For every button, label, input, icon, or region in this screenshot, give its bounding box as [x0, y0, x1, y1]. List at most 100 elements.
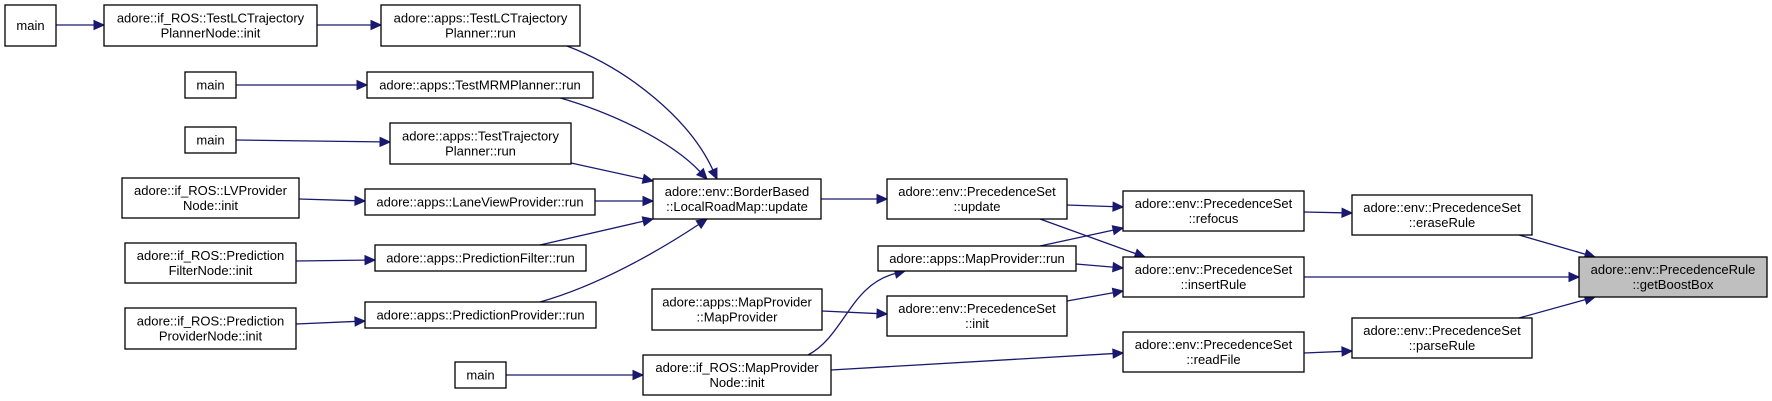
node-label: main — [196, 78, 224, 93]
arrowhead-icon — [1568, 271, 1581, 283]
arrowhead-icon — [876, 193, 889, 205]
node-label: ::LocalRoadMap::update — [666, 199, 808, 214]
node-label: adore::env::BorderBased — [665, 184, 810, 199]
node-psInsert[interactable]: adore::env::PrecedenceSet::insertRule — [1122, 256, 1305, 298]
edges-layer — [56, 19, 1597, 381]
arrowhead-icon — [1341, 207, 1354, 219]
node-label: main — [196, 133, 224, 148]
arrowhead-icon — [642, 195, 655, 207]
edge-line — [1518, 234, 1586, 255]
node-label: adore::env::PrecedenceRule — [1591, 262, 1756, 277]
node-label: ::insertRule — [1181, 277, 1247, 292]
node-box — [124, 307, 297, 350]
node-psParse[interactable]: adore::env::PrecedenceSet::parseRule — [1351, 317, 1533, 359]
node-label: ::refocus — [1189, 211, 1239, 226]
node-label: Planner::run — [445, 26, 516, 41]
node-tlcRun[interactable]: adore::apps::TestLCTrajectoryPlanner::ru… — [380, 4, 581, 47]
node-main2[interactable]: main — [184, 71, 237, 99]
node-psRead[interactable]: adore::env::PrecedenceSet::readFile — [1122, 331, 1305, 373]
edge-psErase-to-getBoostBox — [1518, 234, 1597, 260]
node-box — [366, 71, 594, 99]
edge-psInit-to-psInsert — [1066, 287, 1125, 302]
node-label: adore::env::PrecedenceSet — [898, 184, 1056, 199]
node-label: adore::apps::TestMRMPlanner::run — [379, 78, 581, 93]
edge-tlcInit-to-tlcRun — [317, 19, 383, 31]
node-mpRun[interactable]: adore::apps::MapProvider::run — [877, 245, 1077, 272]
edge-main2-to-mrmRun — [236, 79, 369, 91]
node-label: ::parseRule — [1409, 338, 1475, 353]
arrowhead-icon — [354, 316, 367, 327]
node-lrmUpdate[interactable]: adore::env::BorderBased::LocalRoadMap::u… — [652, 178, 822, 220]
edge-ppRun-to-lrmUpdate — [539, 218, 709, 303]
node-label: main — [16, 18, 44, 33]
edge-mpRun-to-psRefocus — [1039, 225, 1125, 247]
node-label: adore::apps::MapProvider::run — [889, 251, 1065, 266]
arrowhead-icon — [1111, 287, 1125, 299]
node-box — [651, 288, 823, 331]
edge-line — [1518, 299, 1586, 319]
node-pfRun[interactable]: adore::apps::PredictionFilter::run — [374, 244, 587, 272]
node-getBoostBox[interactable]: adore::env::PrecedenceRule::getBoostBox — [1578, 256, 1768, 298]
node-box — [374, 244, 587, 272]
node-pfInit[interactable]: adore::if_ROS::PredictionFilterNode::ini… — [124, 242, 297, 284]
edge-main1-to-tlcInit — [56, 19, 106, 31]
node-main4[interactable]: main — [454, 361, 507, 389]
edge-line — [807, 272, 896, 356]
edge-line — [830, 352, 1114, 371]
node-box — [364, 301, 597, 329]
node-label: ::update — [954, 199, 1001, 214]
arrowhead-icon — [1112, 261, 1125, 273]
edge-mpCtor-to-psInit — [821, 308, 889, 319]
node-label: ::readFile — [1186, 352, 1240, 367]
node-label: adore::apps::PredictionProvider::run — [376, 308, 584, 323]
arrowhead-icon — [641, 173, 655, 184]
arrowhead-icon — [707, 167, 718, 181]
node-label: adore::if_ROS::LVProvider — [134, 183, 288, 198]
node-box — [454, 361, 507, 389]
node-psRefocus[interactable]: adore::env::PrecedenceSet::refocus — [1122, 190, 1305, 232]
arrowhead-icon — [695, 218, 709, 230]
edge-psInsert-to-getBoostBox — [1304, 271, 1581, 283]
node-ppRun[interactable]: adore::apps::PredictionProvider::run — [364, 301, 597, 329]
edge-line — [295, 259, 366, 262]
node-main1[interactable]: main — [4, 4, 57, 47]
arrowhead-icon — [1112, 348, 1125, 359]
edge-lrmUpdate-to-psUpdate — [821, 193, 889, 205]
node-label: adore::if_ROS::Prediction — [137, 248, 284, 263]
node-psUpdate[interactable]: adore::env::PrecedenceSet::update — [886, 178, 1068, 220]
node-label: FilterNode::init — [169, 263, 253, 278]
edge-line — [1075, 263, 1114, 268]
node-psErase[interactable]: adore::env::PrecedenceSet::eraseRule — [1351, 194, 1533, 236]
node-label: ::getBoostBox — [1633, 277, 1714, 292]
node-box — [1351, 317, 1533, 359]
edge-lvInit-to-lvRun — [298, 195, 367, 206]
node-mpCtor[interactable]: adore::apps::MapProvider::MapProvider — [651, 288, 823, 331]
node-label: adore::if_ROS::TestLCTrajectory — [117, 11, 305, 26]
edge-ppInit-to-ppRun — [295, 316, 367, 327]
node-mrmRun[interactable]: adore::apps::TestMRMPlanner::run — [366, 71, 594, 99]
node-box — [1122, 190, 1305, 232]
edge-psUpdate-to-psRefocus — [1066, 201, 1125, 212]
node-ppInit[interactable]: adore::if_ROS::PredictionProviderNode::i… — [124, 307, 297, 350]
node-main3[interactable]: main — [184, 126, 237, 154]
node-psInit[interactable]: adore::env::PrecedenceSet::init — [886, 295, 1068, 337]
arrowhead-icon — [1112, 201, 1125, 212]
edge-line — [235, 139, 381, 143]
node-label: adore::env::PrecedenceSet — [1135, 337, 1293, 352]
node-box — [184, 71, 237, 99]
node-box — [364, 188, 596, 216]
edge-line — [1303, 211, 1343, 214]
node-box — [642, 354, 832, 396]
node-label: adore::if_ROS::Prediction — [137, 314, 284, 329]
node-tlcInit[interactable]: adore::if_ROS::TestLCTrajectoryPlannerNo… — [103, 4, 318, 47]
node-box — [121, 177, 300, 219]
arrowhead-icon — [356, 79, 369, 91]
node-lvRun[interactable]: adore::apps::LaneViewProvider::run — [364, 188, 596, 216]
node-box — [1578, 256, 1768, 298]
arrowhead-icon — [1111, 225, 1125, 236]
edge-mpRun-to-psInsert — [1075, 261, 1125, 273]
node-label: PlannerNode::init — [161, 26, 261, 41]
